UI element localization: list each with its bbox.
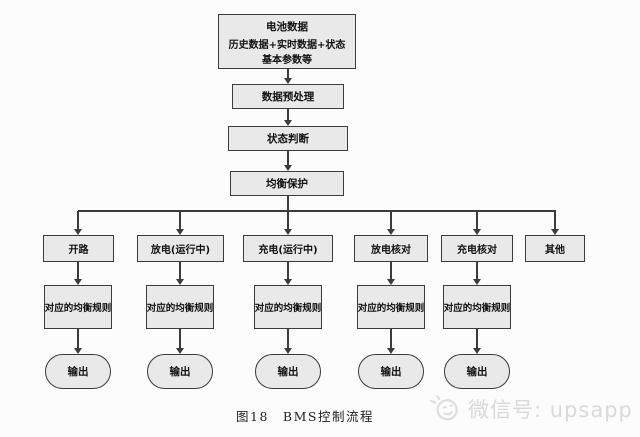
battery-data-detail: 历史数据+实时数据+状态	[228, 40, 346, 51]
arrowhead-down-icon	[473, 348, 481, 354]
node-output-4: 输出	[358, 354, 424, 389]
arrowhead-down-icon	[176, 229, 184, 235]
arrowhead-down-icon	[74, 279, 82, 285]
arrowhead-down-icon	[284, 120, 292, 126]
node-rule-5: 对应的均衡规则	[443, 285, 511, 329]
node-balance-protection: 均衡保护	[230, 171, 344, 196]
arrowhead-down-icon	[473, 229, 481, 235]
connector-rule1-to-output	[77, 329, 79, 348]
connector-bus-to-branch-3	[287, 211, 289, 229]
node-branch-charge-check: 充电核对	[441, 235, 513, 262]
connector-bus-to-branch-4	[390, 211, 392, 229]
node-branch-discharge-check: 放电核对	[354, 235, 428, 262]
node-branch-other: 其他	[525, 235, 585, 262]
connector-bus-to-branch-6	[554, 211, 556, 229]
node-output-1: 输出	[45, 354, 111, 389]
node-rule-1: 对应的均衡规则	[44, 285, 112, 329]
arrowhead-down-icon	[176, 348, 184, 354]
connector-branch5-to-rule	[476, 262, 478, 279]
arrowhead-down-icon	[176, 279, 184, 285]
arrowhead-down-icon	[284, 165, 292, 171]
connector-branch-bus	[78, 210, 556, 212]
connector-balance-to-bus	[287, 196, 289, 211]
connector-state-to-balance	[287, 151, 289, 165]
figure-caption: 图18 BMS控制流程	[236, 409, 374, 424]
node-battery-data: 电池数据 历史数据+实时数据+状态 基本参数等	[218, 14, 356, 69]
node-data-preprocess: 数据预处理	[232, 84, 344, 109]
wechat-smiley-icon	[427, 388, 466, 430]
node-branch-open-circuit: 开路	[43, 235, 114, 262]
arrowhead-down-icon	[284, 78, 292, 84]
node-output-2: 输出	[147, 354, 213, 389]
arrowhead-down-icon	[74, 229, 82, 235]
arrowhead-down-icon	[387, 229, 395, 235]
connector-rule2-to-output	[179, 329, 181, 348]
arrowhead-down-icon	[284, 279, 292, 285]
connector-branch1-to-rule	[77, 262, 79, 279]
battery-data-title: 电池数据	[266, 21, 308, 33]
node-branch-discharging: 放电(运行中)	[137, 235, 224, 262]
connector-rule5-to-output	[476, 329, 478, 348]
connector-rule3-to-output	[287, 329, 289, 348]
node-branch-charging: 充电(运行中)	[243, 235, 333, 262]
arrowhead-down-icon	[74, 348, 82, 354]
node-rule-3: 对应的均衡规则	[254, 285, 322, 329]
arrowhead-down-icon	[387, 279, 395, 285]
arrowhead-down-icon	[387, 348, 395, 354]
node-output-5: 输出	[444, 354, 510, 389]
arrowhead-down-icon	[551, 229, 559, 235]
watermark-text: 微信号: upsapp	[468, 398, 633, 422]
connector-preprocess-to-state	[287, 109, 289, 120]
connector-bus-to-branch-2	[179, 211, 181, 229]
arrowhead-down-icon	[284, 348, 292, 354]
arrowhead-down-icon	[284, 229, 292, 235]
node-rule-4: 对应的均衡规则	[357, 285, 425, 329]
node-output-3: 输出	[255, 354, 321, 389]
connector-bus-to-branch-1	[77, 211, 79, 229]
connector-branch4-to-rule	[390, 262, 392, 279]
node-state-judgment: 状态判断	[228, 126, 348, 151]
arrowhead-down-icon	[473, 279, 481, 285]
node-rule-2: 对应的均衡规则	[146, 285, 214, 329]
connector-branch2-to-rule	[179, 262, 181, 279]
connector-branch3-to-rule	[287, 262, 289, 279]
connector-bus-to-branch-5	[476, 211, 478, 229]
battery-data-params: 基本参数等	[262, 55, 312, 66]
connector-source-to-preprocess	[287, 69, 289, 78]
watermark: 微信号: upsapp	[427, 388, 633, 430]
connector-rule4-to-output	[390, 329, 392, 348]
